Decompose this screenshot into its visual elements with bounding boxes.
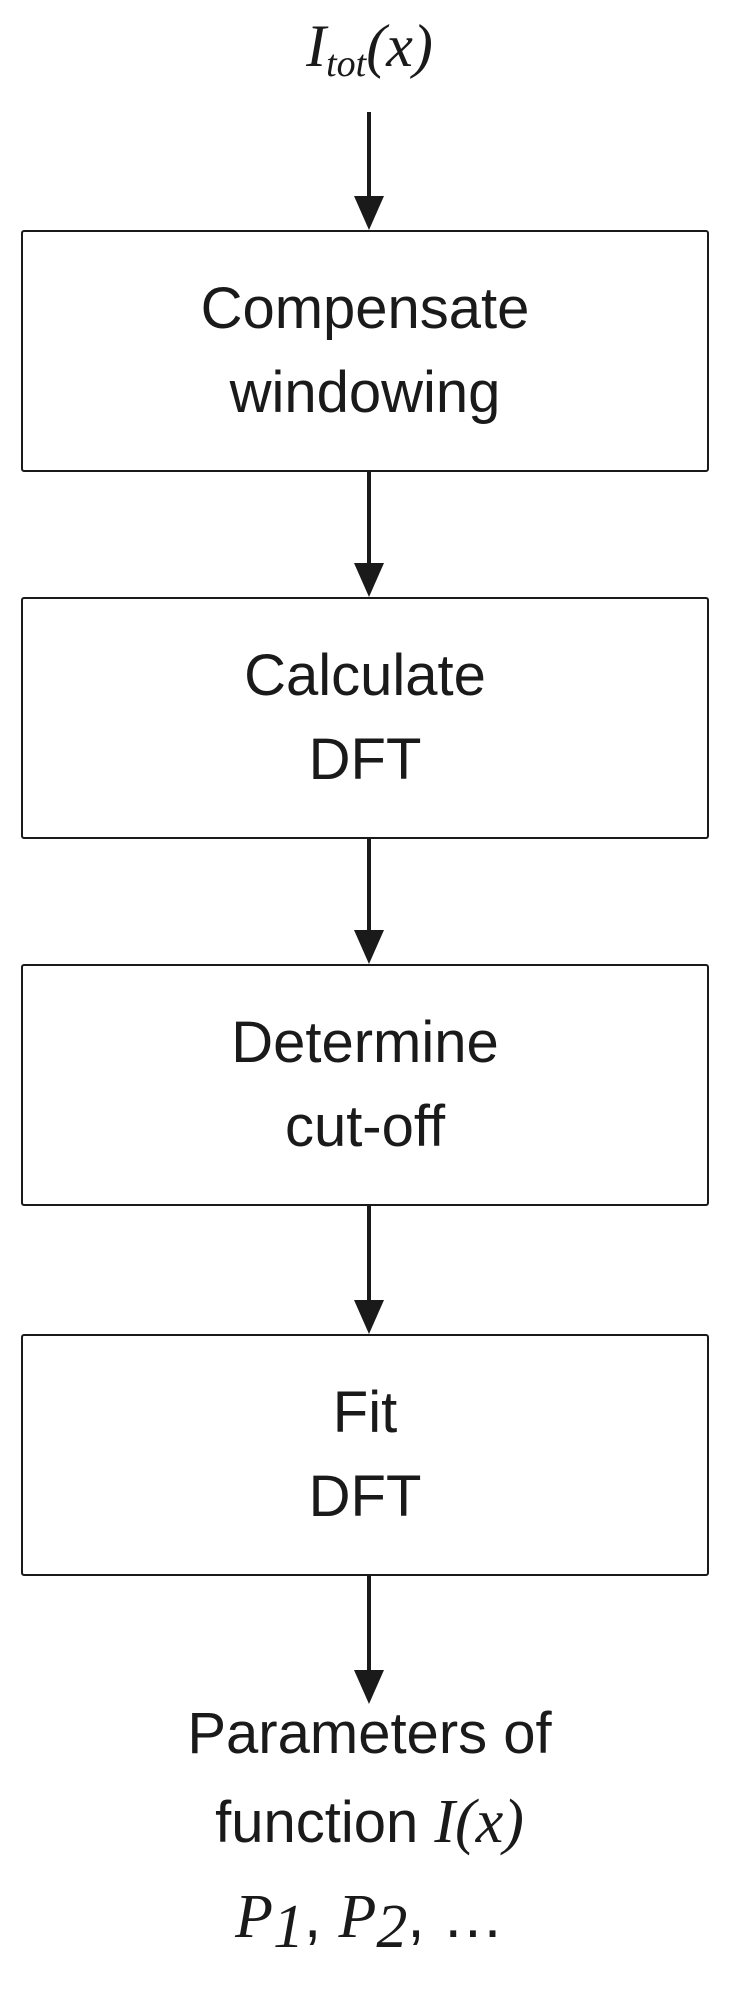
output-line1: Parameters of xyxy=(187,1701,552,1766)
step-2-line2: DFT xyxy=(308,727,422,792)
param-separator-2: , xyxy=(407,1882,425,1951)
step-3-line1: Determine xyxy=(231,1010,499,1075)
step-3-line2: cut-off xyxy=(284,1094,446,1159)
output-line2: function I(x) xyxy=(0,1778,739,1867)
step-1-line2: windowing xyxy=(229,360,501,425)
step-determine-cutoff: Determine cut-off xyxy=(21,964,709,1206)
param-ellipsis: … xyxy=(441,1882,504,1951)
arrow-step4-to-output xyxy=(354,1576,384,1704)
output-parameters: P1, P2, … xyxy=(0,1871,739,1963)
param-1-subscript: 1 xyxy=(273,1893,305,1961)
step-2-line1: Calculate xyxy=(244,643,486,708)
input-label: Itot(x) xyxy=(0,6,739,86)
output-block: Parameters of function I(x) P1, P2, … xyxy=(0,1690,739,1963)
step-4-line2: DFT xyxy=(308,1464,422,1529)
input-argument: (x) xyxy=(366,13,433,79)
input-subscript: tot xyxy=(326,43,367,85)
output-function-label: function xyxy=(215,1790,419,1855)
param-2-subscript: 2 xyxy=(376,1893,408,1961)
arrow-step3-to-step4 xyxy=(354,1206,384,1334)
arrow-step2-to-step3 xyxy=(354,839,384,964)
step-calculate-dft: Calculate DFT xyxy=(21,597,709,839)
param-2-symbol: P xyxy=(338,1883,377,1951)
output-function-math: I(x) xyxy=(434,1788,524,1856)
step-4-line1: Fit xyxy=(332,1380,398,1445)
input-symbol: I xyxy=(306,13,327,79)
param-1-symbol: P xyxy=(235,1883,274,1951)
arrow-step1-to-step2 xyxy=(354,472,384,597)
param-separator-1: , xyxy=(304,1882,322,1951)
arrow-input-to-step1 xyxy=(354,112,384,230)
step-1-line1: Compensate xyxy=(200,276,530,341)
step-compensate-windowing: Compensate windowing xyxy=(21,230,709,472)
step-fit-dft: Fit DFT xyxy=(21,1334,709,1576)
